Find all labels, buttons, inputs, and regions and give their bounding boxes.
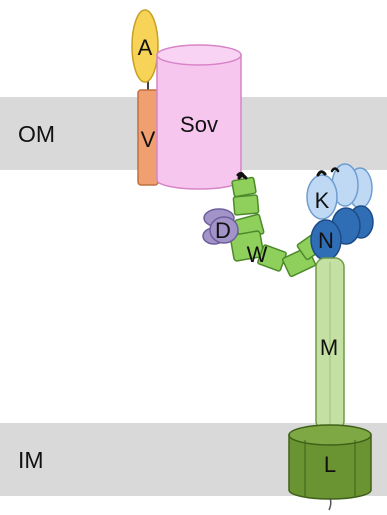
protein-l-label: L <box>324 452 336 477</box>
protein-l-top <box>288 424 372 446</box>
protein-a-label: A <box>138 35 153 60</box>
protein-w-label: W <box>247 242 268 267</box>
protein-d <box>202 208 239 245</box>
protein-v-label: V <box>141 127 156 152</box>
w-tail-mark <box>237 174 248 180</box>
outer-membrane-label: OM <box>18 121 55 147</box>
inner-membrane-label: IM <box>18 447 44 473</box>
protein-a <box>131 9 159 83</box>
protein-l <box>288 434 372 500</box>
protein-k-label: K <box>315 188 330 213</box>
protein-d-label: D <box>215 218 231 243</box>
protein-sov-label: Sov <box>180 112 218 137</box>
protein-n-label: N <box>318 228 334 253</box>
protein-m-label: M <box>320 335 338 360</box>
protein-sov-top <box>156 44 242 66</box>
protein-n <box>310 205 374 261</box>
k-tail-mark-2 <box>330 167 340 173</box>
k-tail-mark-1 <box>316 170 327 177</box>
l-tail <box>328 497 332 511</box>
protein-k <box>306 163 373 220</box>
